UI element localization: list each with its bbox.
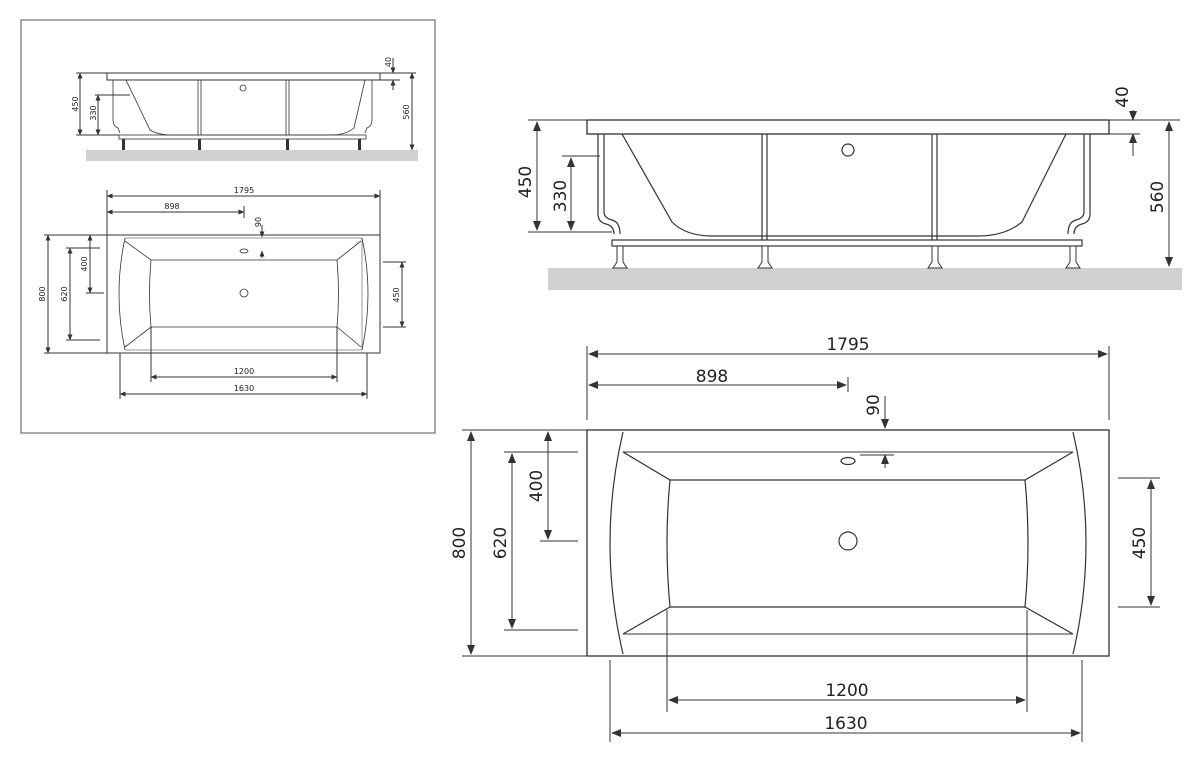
- side-dim-330: 330: [551, 180, 571, 212]
- small-side-dim-40: 40: [384, 57, 393, 67]
- small-top-dim-620: 620: [60, 286, 69, 301]
- tub-rim: [586, 119, 1110, 135]
- top-dim-898: 898: [696, 367, 728, 387]
- top-dim-1200: 1200: [825, 681, 868, 701]
- small-side-view: 450 330 560 40: [71, 57, 418, 161]
- small-top-dim-450: 450: [392, 287, 401, 302]
- large-side-view: 450 330 560 40: [516, 86, 1182, 290]
- top-dim-90: 90: [864, 394, 884, 416]
- small-side-dim-330: 330: [89, 105, 98, 120]
- tub-outline-top: [586, 429, 1110, 657]
- tub-basin: [621, 133, 1067, 237]
- overflow-top: [840, 456, 856, 466]
- small-floor: [86, 150, 418, 161]
- overflow-hole: [841, 143, 855, 157]
- side-dim-40: 40: [1113, 86, 1133, 108]
- base-frame: [611, 239, 1083, 247]
- top-dim-800: 800: [450, 527, 470, 559]
- small-top-dim-1795: 1795: [234, 186, 254, 195]
- top-dim-1795: 1795: [826, 335, 869, 355]
- small-top-view: 1795 898 90 800 620 400 450 12: [38, 186, 406, 399]
- large-top-view: 1795 898 90 800 620 400 450 1200: [450, 335, 1160, 742]
- drain-hole: [838, 531, 858, 551]
- small-side-dim-560: 560: [402, 104, 411, 119]
- overview-panel: 450 330 560 40 1795 898: [20, 19, 436, 434]
- side-dim-560: 560: [1148, 181, 1168, 213]
- small-top-dim-1630: 1630: [234, 384, 254, 393]
- top-dim-400: 400: [527, 470, 547, 502]
- small-side-dim-450: 450: [71, 96, 80, 111]
- overview-frame: [20, 19, 436, 434]
- top-dim-1630: 1630: [824, 714, 867, 734]
- small-top-dim-400: 400: [80, 256, 89, 271]
- side-dim-450: 450: [516, 166, 536, 198]
- top-dim-450: 450: [1130, 527, 1150, 559]
- large-floor: [548, 268, 1182, 290]
- top-dim-620: 620: [491, 527, 511, 559]
- small-top-dim-1200: 1200: [234, 367, 254, 376]
- small-top-dim-800: 800: [38, 286, 47, 301]
- small-top-dim-90: 90: [254, 217, 263, 227]
- support-feet: [612, 245, 1081, 269]
- small-top-dim-898: 898: [164, 202, 179, 211]
